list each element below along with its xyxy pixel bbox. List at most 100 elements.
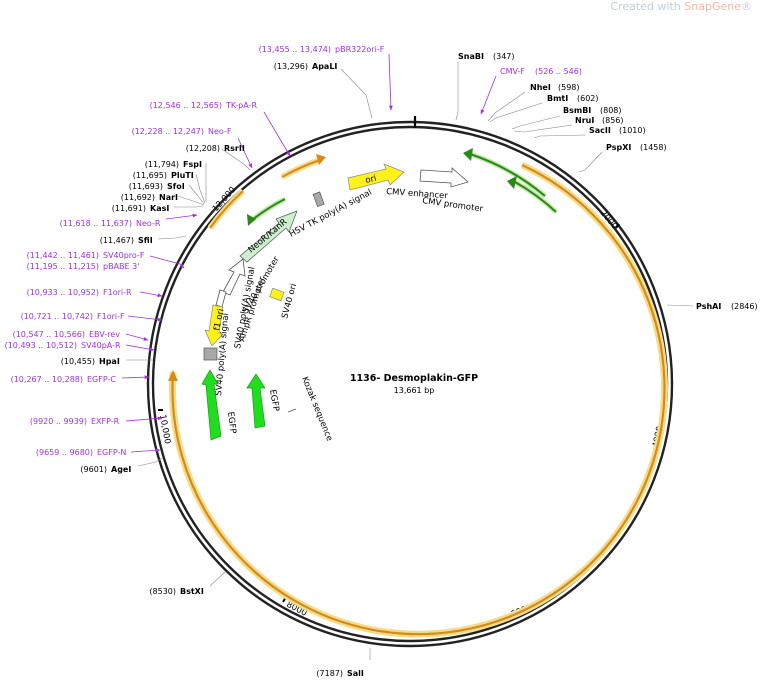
leader-snabi [455,62,459,121]
kozak-label: Kozak sequence [299,375,334,442]
neor-kanr-feature [239,210,298,263]
leader-pshai [666,304,694,307]
leader-egfpn [130,448,161,453]
site-pspxi-name: PspXI [606,143,631,152]
primer-f1orif-pos: (10,721 .. 10,742) [21,312,93,321]
primer-egfpn-name: EGFP-N [97,448,126,457]
cmv-promoter-label: CMV promoter [422,196,485,214]
leader-kasi [174,205,204,208]
egfp-feature-large [201,369,222,441]
site-rsrii-pos: (12,208) [186,144,220,153]
primer-cmvf-name: CMV-F [500,67,525,76]
leader-sv40prof [149,255,185,269]
site-nrui-pos: (856) [602,116,624,125]
site-bsmbi-name: BsmBI [563,106,591,115]
green-arc-1-glow [469,151,547,198]
site-bmti-name: BmtI [547,94,568,103]
site-bstxi-pos: (8530) [149,587,176,596]
leader-agei [137,457,163,467]
sv40-ori-feature [269,287,285,302]
primer-egfpn-pos: (9659 .. 9680) [36,448,93,457]
site-snabi-name: SnaBI [458,52,484,61]
site-sacii-pos: (1010) [619,126,646,135]
green-arc-2-arrowhead [507,176,517,189]
green-arc-2 [514,181,557,213]
hsv-tk-polya-label: HSV TK poly(A) signal [288,188,374,240]
leader-tkpar [263,111,291,157]
primer-f1orir-name: F1ori-R [103,288,132,297]
watermark-brand: SnapGene [684,0,741,13]
leader-egfpc [121,375,150,380]
primer-egfpc-name: EGFP-C [87,375,116,384]
site-sfoi-name: SfoI [167,182,185,191]
site-kasi-name: KasI [150,204,169,213]
site-hpai-name: HpaI [99,357,120,366]
neor-kanr-label: NeoR/KanR [247,217,290,255]
leader-neof [237,137,253,169]
site-nrui-name: NruI [575,116,594,125]
leader-nari [177,195,205,206]
primer-cmvf-pos: (526 .. 546) [535,67,582,76]
snapgene-watermark: Created with SnapGene® [610,0,752,13]
leader-ebvrev [125,333,149,341]
primer-f1orif-name: F1ori-F [97,312,125,321]
leader-bsmbi [511,115,561,130]
watermark-mark: ® [741,0,752,13]
primer-sv40prof-name: SV40pro-F [103,251,145,260]
green-arc-3-arrowhead [247,214,256,226]
sv40-polya-feature [203,347,218,361]
leader-f1orif [127,315,163,322]
site-sali-name: SalI [347,669,364,678]
site-nari-pos: (11,692) [121,193,155,202]
green-arc-1 [469,153,546,197]
primer-pbabe3-pos: (11,195 .. 11,215) [27,262,99,271]
primer-sv40par-pos: (10,493 .. 10,512) [5,341,77,350]
primer-tkpar-name: TK-pA-R [225,101,257,110]
site-fspi-pos: (11,794) [145,160,179,169]
leader-pluti [195,173,206,204]
egfp-label-small: EGFP [267,389,281,412]
primer-sv40par-name: SV40pA-R [81,341,121,350]
leader-pspxi [578,151,603,173]
tick-2000 [615,223,620,229]
f1-ori-feature [204,304,224,347]
green-arc-3 [251,198,286,221]
primer-pbr322ori-pos: (13,455 .. 13,474) [259,45,331,54]
site-apali-name: ApaLI [312,62,337,71]
site-hpai-pos: (10,455) [61,357,95,366]
green-arc-1-arrowhead [463,148,473,161]
primer-tkpar-pos: (12,546 .. 12,565) [150,101,222,110]
primer-ebvrev-name: EBV-rev [89,330,120,339]
kozak-leader [287,408,297,413]
backbone-outer-ring [146,120,674,648]
site-nhei-name: NheI [530,83,551,92]
ampr-promoter-feature [215,289,227,308]
site-pshai-pos: (2846) [731,302,758,311]
site-pluti-pos: (11,695) [133,171,167,180]
site-bstxi-name: BstXI [180,587,204,596]
leader-rsrii [221,148,251,171]
primer-exfpr-pos: (9920 .. 9939) [30,417,87,426]
sv40-promoter-feature [222,258,246,296]
ori-label: ori [364,174,377,186]
leader-bmti [489,102,543,123]
leader-neor [165,213,198,220]
site-kasi-pos: (11,691) [112,204,146,213]
site-bmti-pos: (602) [577,94,599,103]
site-rsrii-name: RsrII [224,144,245,153]
cmv-enhancer-label: CMV enhancer [386,187,449,201]
primer-sv40prof-pos: (11,442 .. 11,461) [27,251,99,260]
primer-neof-name: Neo-F [208,127,232,136]
site-sali-pos: (7187) [316,669,343,678]
site-sfii-name: SfiI [138,236,153,245]
site-sacii-name: SacII [589,126,611,135]
primer-pbr322ori-name: pBR322ori-F [335,45,385,54]
plasmid-name: 1136- Desmoplakin-GFP [350,373,478,384]
leader-cmvf [480,75,497,115]
primer-ebvrev-pos: (10,547 .. 10,566) [13,330,85,339]
primer-exfpr-name: EXFP-R [91,417,120,426]
primer-pbabe3-name: pBABE 3' [103,262,139,271]
sv40-ori-label: SV40 ori [280,283,299,320]
plasmid-length: 13,661 bp [394,386,435,395]
